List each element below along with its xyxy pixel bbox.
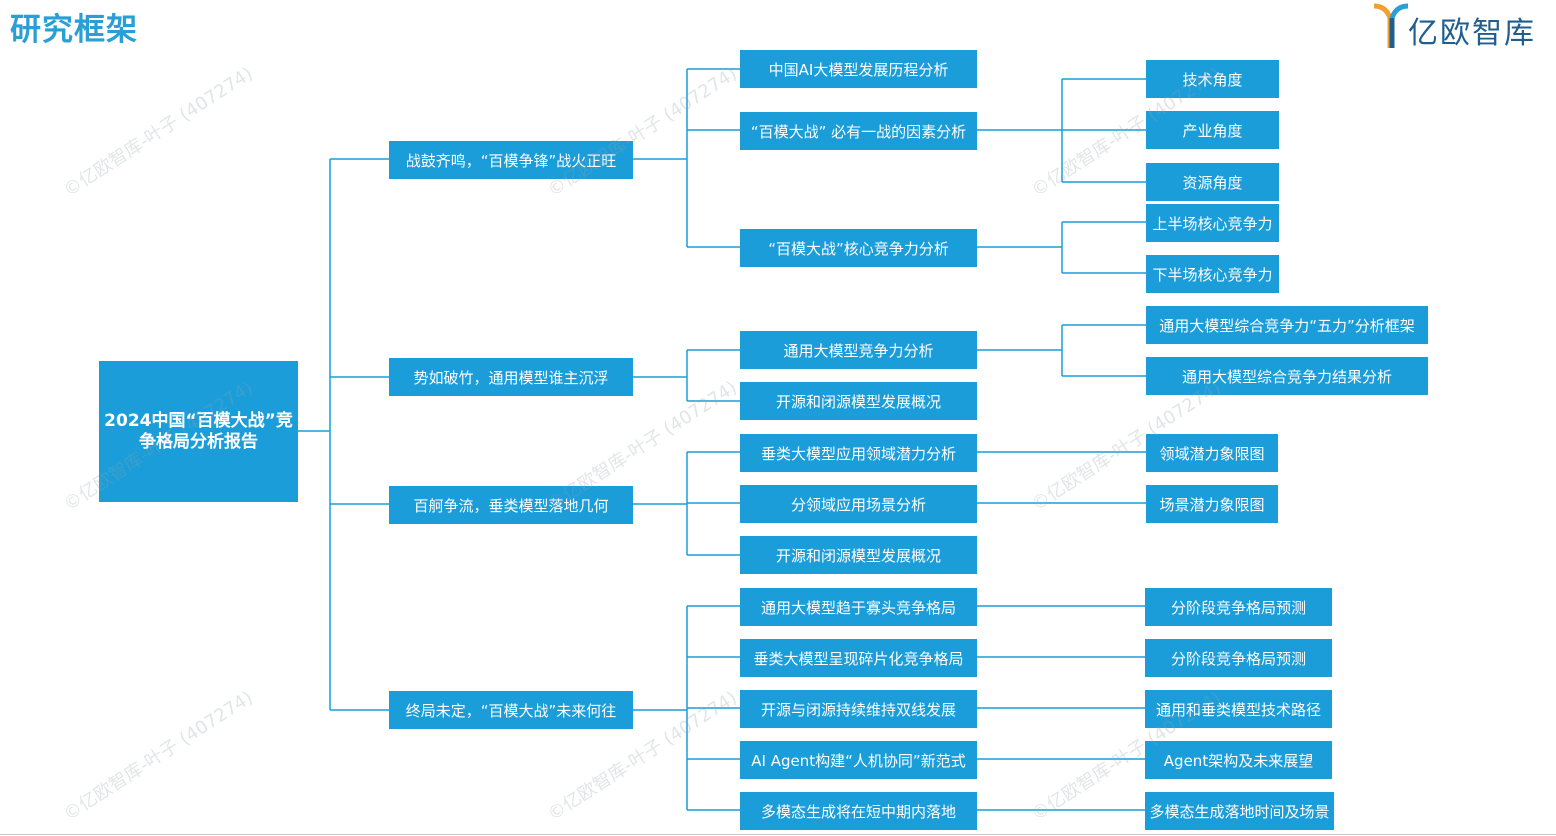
level3-node: 分阶段竞争格局预测 [1145,639,1332,677]
level3-node: 通用和垂类模型技术路径 [1145,690,1332,728]
level3-node: 分阶段竞争格局预测 [1145,588,1332,626]
level2-node: “百模大战”核心竞争力分析 [740,229,977,267]
level3-node: 下半场核心竞争力 [1146,255,1279,293]
level2-node: “百模大战” 必有一战的因素分析 [740,112,977,150]
level3-node: 资源角度 [1146,163,1279,201]
level1-node: 百舸争流，垂类模型落地几何 [389,486,633,524]
level3-node: 产业角度 [1146,111,1279,149]
level3-node: 技术角度 [1146,60,1279,98]
level3-node: 上半场核心竞争力 [1146,204,1279,242]
level1-node: 终局未定，“百模大战”未来何往 [389,691,633,729]
level2-node: AI Agent构建“人机协同”新范式 [740,741,977,779]
level2-node: 多模态生成将在短中期内落地 [740,792,977,830]
level2-node: 分领域应用场景分析 [740,485,977,523]
level1-node: 战鼓齐鸣，“百模争锋”战火正旺 [389,141,633,179]
level3-node: 通用大模型综合竞争力结果分析 [1146,357,1428,395]
root-node: 2024中国“百模大战”竞争格局分析报告 [99,361,298,502]
logo-icon [1373,3,1409,48]
level2-node: 中国AI大模型发展历程分析 [740,50,977,88]
level3-node: Agent架构及未来展望 [1145,741,1332,779]
level2-node: 开源和闭源模型发展概况 [740,382,977,420]
level2-node: 通用大模型竞争力分析 [740,331,977,369]
level2-node: 垂类大模型应用领域潜力分析 [740,434,977,472]
bottom-divider [0,834,1556,835]
level2-node: 开源和闭源模型发展概况 [740,536,977,574]
level2-node: 通用大模型趋于寡头竞争格局 [740,588,977,626]
level3-node: 通用大模型综合竞争力“五力”分析框架 [1146,306,1428,344]
page-title: 研究框架 [10,12,138,48]
level2-node: 开源与闭源持续维持双线发展 [740,690,977,728]
level1-node: 势如破竹，通用模型谁主沉浮 [389,358,633,396]
level2-node: 垂类大模型呈现碎片化竞争格局 [740,639,977,677]
level3-node: 场景潜力象限图 [1146,485,1278,523]
logo-text: 亿欧智库 [1408,16,1536,51]
level3-node: 多模态生成落地时间及场景 [1145,792,1334,830]
level3-node: 领域潜力象限图 [1146,434,1278,472]
